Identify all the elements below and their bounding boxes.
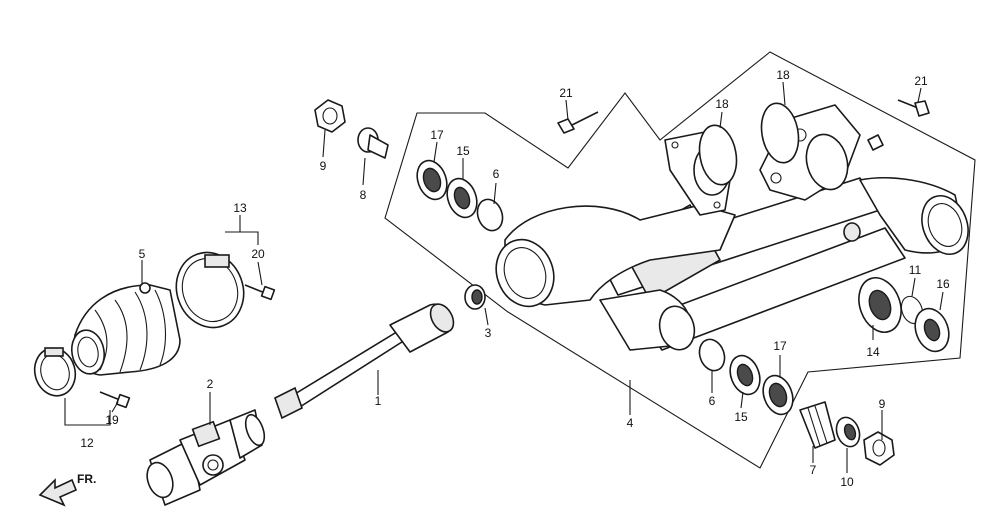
dust-boot-7 [799,401,836,449]
seal-6-lower [698,338,726,372]
callout-3: 3 [485,326,492,340]
bearing-15-upper [446,177,478,219]
lock-nut-9-lower [863,431,895,466]
callout-12: 12 [80,436,94,450]
callout-20: 20 [251,247,265,261]
front-direction-indicator: FR. [38,472,96,507]
callout-6-lower: 6 [709,394,716,408]
bolt-21-left [557,111,599,134]
callout-19: 19 [105,413,119,427]
callout-10: 10 [840,475,854,489]
callout-4: 4 [627,416,634,430]
callout-8: 8 [360,188,367,202]
bolt-21-right [897,99,930,117]
callout-11: 11 [909,263,922,277]
callout-9-lower: 9 [879,397,886,411]
universal-joint [146,409,266,506]
o-ring-18-left [698,124,738,186]
bearing-17-upper [416,159,448,201]
drive-shaft [274,303,455,420]
bearing-17-lower [762,374,794,416]
callout-7: 7 [810,463,817,477]
boot-band-small [33,347,77,397]
swingarm-group-outline [384,51,976,469]
callout-18-left: 18 [715,97,729,111]
front-arrow-icon [38,478,78,507]
bearing-15-lower [729,354,761,396]
collar-10 [835,416,861,448]
front-label: FR. [77,472,96,486]
callout-18-right: 18 [776,68,790,82]
leader-lines [64,81,944,473]
dust-seal-3 [464,284,486,310]
seal-6-upper [476,198,504,232]
bolt-20 [244,284,276,301]
pivot-bolt-8 [357,127,389,159]
callout-2: 2 [207,377,214,391]
callout-15-lower: 15 [734,410,748,424]
callout-16: 16 [936,277,950,291]
seal-16 [914,307,950,353]
callout-17-lower: 17 [773,339,787,353]
lock-nut-9-upper [314,99,346,133]
callout-5: 5 [139,247,146,261]
callout-6-upper: 6 [493,167,500,181]
bolt-19 [99,391,131,409]
callout-17-upper: 17 [430,128,444,142]
callout-14: 14 [866,345,880,359]
boot-band-large [175,251,245,329]
bearing-14 [858,277,902,333]
callout-9-upper: 9 [320,159,327,173]
callout-13: 13 [233,201,247,215]
callout-15-upper: 15 [456,144,470,158]
callout-21-left: 21 [559,86,573,100]
o-ring-18-right [760,102,800,164]
shaft-boot [70,282,181,376]
callout-1: 1 [375,394,382,408]
callout-21-right: 21 [914,74,928,88]
